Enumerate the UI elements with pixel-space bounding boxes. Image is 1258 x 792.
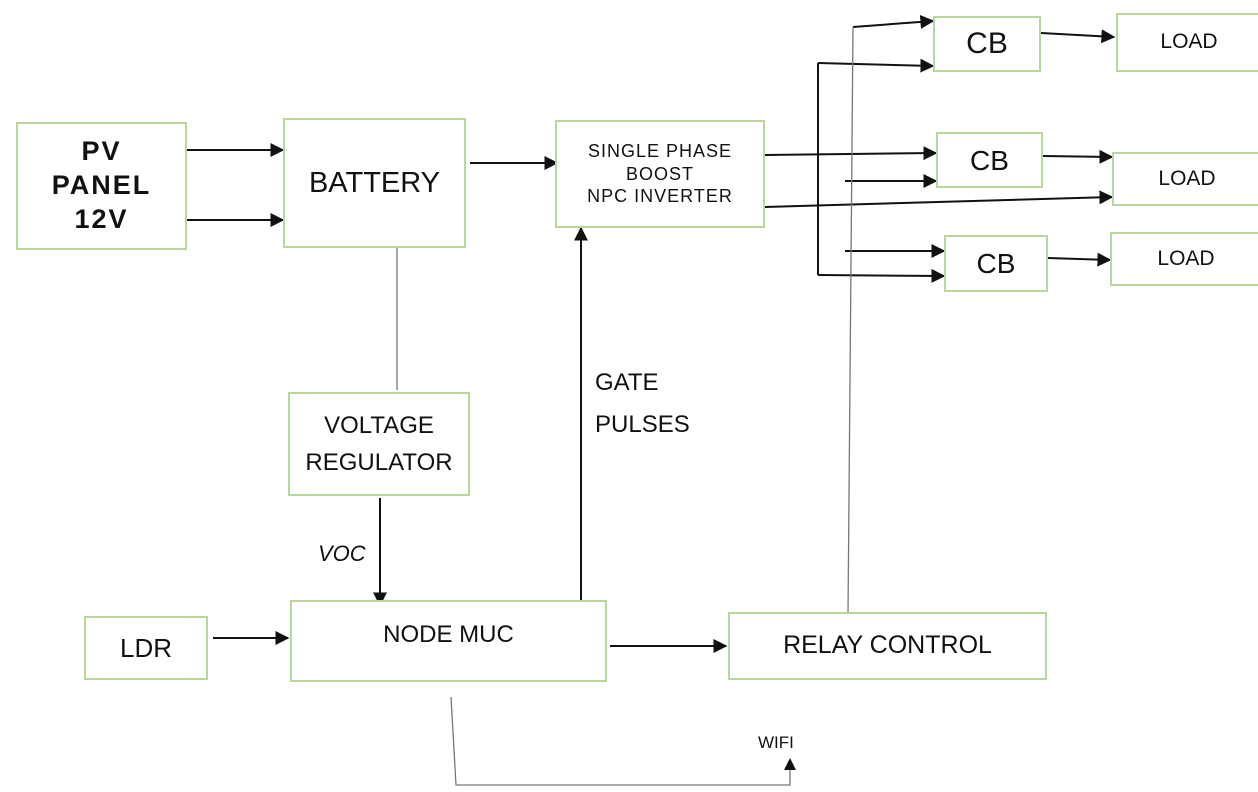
pv-panel-block: PV PANEL 12V bbox=[16, 122, 187, 250]
wifi-label: WIFI bbox=[758, 733, 794, 752]
ldr-block: LDR bbox=[84, 616, 208, 680]
gate-pulses-label: GATE PULSES bbox=[595, 369, 690, 438]
cb-block-3: CB bbox=[944, 235, 1048, 292]
load-block-3: LOAD bbox=[1110, 232, 1258, 286]
nodemuc-to-wifi-line bbox=[450, 696, 791, 786]
load-block-1: LOAD bbox=[1116, 13, 1258, 72]
relay-to-cb1-arrow bbox=[852, 14, 935, 29]
inverter-to-cb2-arrow bbox=[764, 146, 938, 161]
bus-to-cb1-arrow bbox=[817, 58, 935, 73]
voc-label: VOC bbox=[318, 541, 366, 566]
inverter-to-load2-arrow bbox=[764, 190, 1114, 208]
cb3-to-load3-arrow bbox=[1047, 252, 1112, 267]
inverter-block: SINGLE PHASE BOOST NPC INVERTER bbox=[555, 120, 765, 228]
cb-block-1: CB bbox=[933, 16, 1041, 72]
relay-control-block: RELAY CONTROL bbox=[728, 612, 1047, 680]
cb1-to-load1-arrow bbox=[1040, 29, 1116, 44]
battery-block: BATTERY bbox=[283, 118, 466, 248]
bus-to-cb3-arrow bbox=[817, 268, 946, 283]
node-muc-block: NODE MUC bbox=[290, 600, 607, 682]
voltage-regulator-block: VOLTAGE REGULATOR bbox=[288, 392, 470, 496]
load-block-2: LOAD bbox=[1112, 152, 1258, 206]
cb2-to-load2-arrow bbox=[1042, 149, 1114, 164]
wifi-arrowhead bbox=[784, 758, 796, 770]
relay-control-vertical-line bbox=[847, 26, 854, 615]
cb-block-2: CB bbox=[936, 132, 1043, 188]
